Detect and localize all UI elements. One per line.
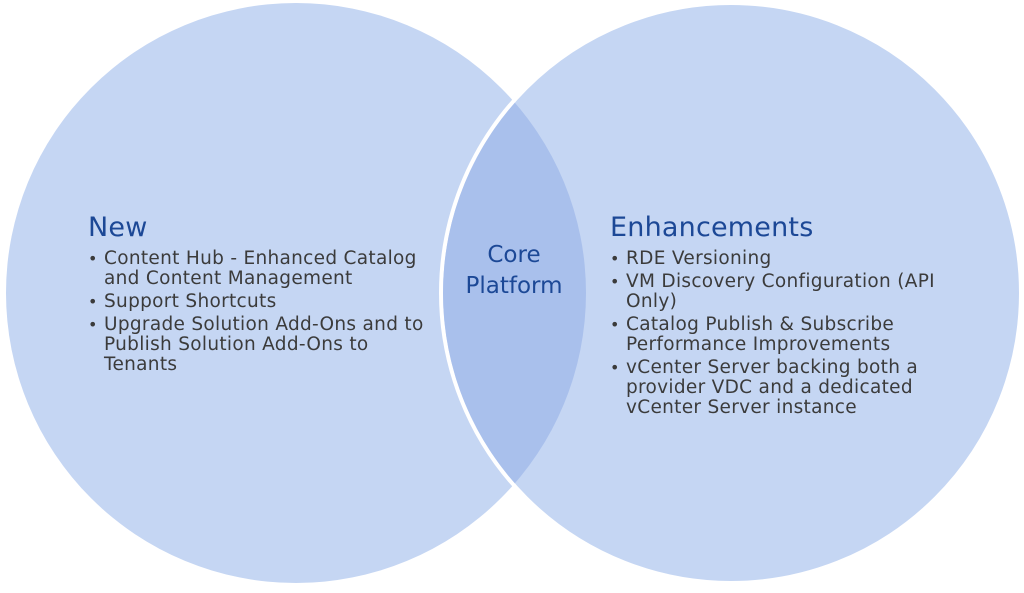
list-item: VM Discovery Configuration (API Only)	[610, 272, 955, 312]
list-item: Upgrade Solution Add-Ons and to Publish …	[88, 315, 438, 375]
right-circle-edge	[439, 3, 586, 583]
list-item: Catalog Publish & Subscribe Performance …	[610, 315, 955, 355]
new-heading: New	[88, 212, 148, 243]
enhancements-heading: Enhancements	[610, 212, 814, 243]
list-item: Support Shortcuts	[88, 292, 438, 313]
new-section: New Content Hub - Enhanced Catalog and C…	[88, 212, 438, 378]
list-item: vCenter Server backing both a provider V…	[610, 358, 955, 418]
core-label-line2: Platform	[465, 273, 563, 299]
list-item: Content Hub - Enhanced Catalog and Conte…	[88, 249, 438, 289]
enhancements-section: Enhancements RDE Versioning VM Discovery…	[610, 212, 955, 421]
list-item: RDE Versioning	[610, 249, 955, 270]
core-platform-label: Core Platform	[446, 240, 582, 302]
enhancements-list: RDE Versioning VM Discovery Configuratio…	[610, 249, 955, 418]
new-list: Content Hub - Enhanced Catalog and Conte…	[88, 249, 438, 375]
core-label-line1: Core	[487, 242, 541, 268]
